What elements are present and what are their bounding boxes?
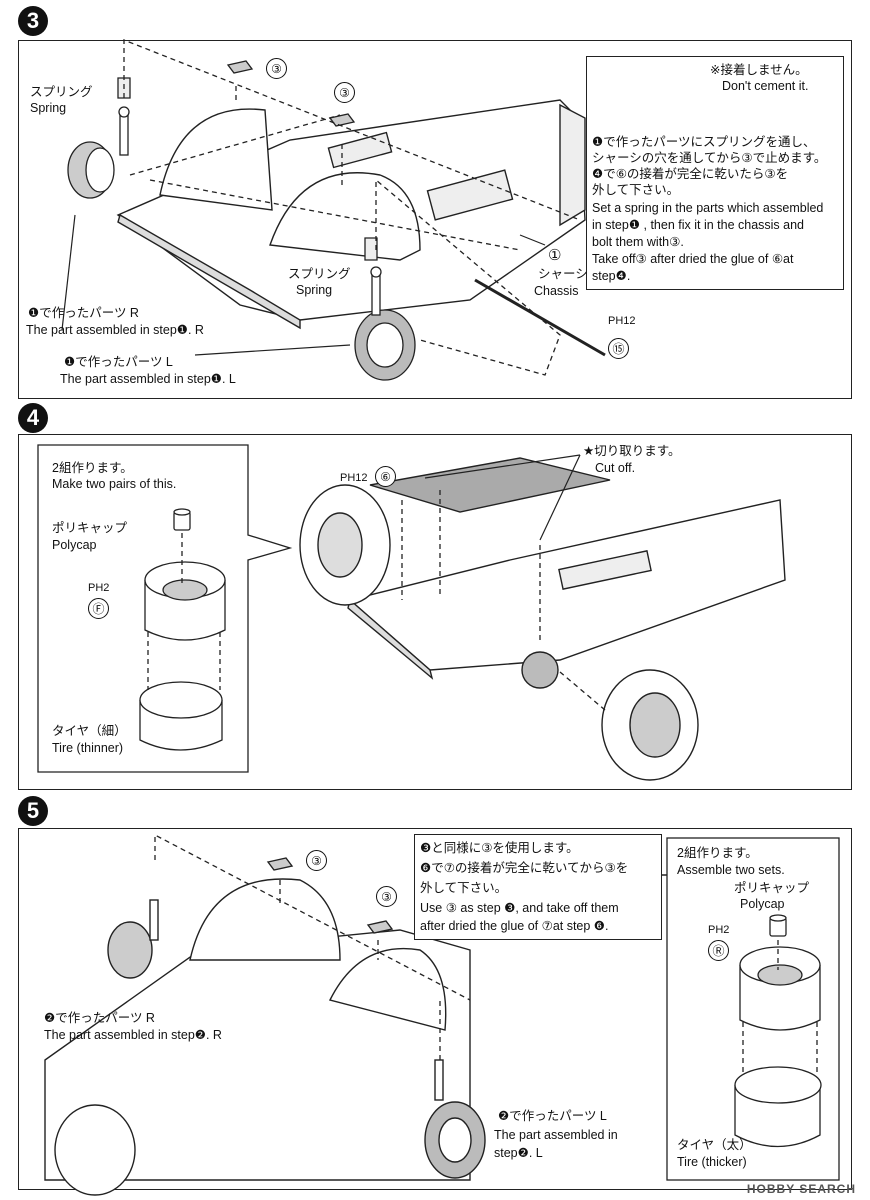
note-line-3: ❹で⑥の接着が完全に乾いたら③を [592,167,789,181]
callout-r-ja: ❶で作ったパーツ R [28,306,139,320]
part-r-marker: Ⓡ [708,940,729,961]
spring2-label-ja: スプリング [288,267,351,281]
cutoff-label-ja: ★切り取ります。 [583,444,681,458]
part-3-marker-c: ③ [306,850,327,871]
step-4-number: 4 [18,403,48,433]
ph2-label-4: PH2 [88,582,110,594]
callout5-r-en: The part assembled in step❷. R [44,1028,222,1042]
spring-label-ja: スプリング [30,85,93,99]
callout5-l-ja: ❷で作ったパーツ L [498,1109,607,1123]
polycap-label-en: Polycap [52,538,97,552]
step5-note-line-1: ❸と同様に③を使用します。 [420,841,579,855]
hobby-search-watermark: HOBBY SEARCH [746,1182,856,1196]
inset4-line1-en: Make two pairs of this. [52,477,177,491]
part-6-marker: ⑥ [375,466,396,487]
wheel-5 [54,1104,136,1196]
chassis-number: ① [548,247,562,264]
note-line-6: in step❶ , then fix it in the chassis an… [592,218,805,232]
step5-note-line-2: ❻で⑦の接着が完全に乾いてから③を [420,861,629,875]
note-line-9: step❹. [592,269,631,283]
no-cement-ja: ※接着しません。 [710,63,808,77]
step5-note-line-3: 外して下さい。 [420,881,508,895]
step-3-note [586,56,844,290]
chassis-label-ja: シャーシ [538,267,588,281]
wheel-arch-front-5 [328,947,447,1031]
ph12-label: PH12 [608,315,636,327]
inset5-line1-ja: 2組作ります。 [677,846,758,860]
polycap-label-ja: ポリキャップ [52,521,128,535]
tire-thin-en: Tire (thinner) [52,741,124,755]
part-3-marker-b: ③ [334,82,355,103]
spring2-label-en: Spring [296,283,333,297]
ph12-label-4: PH12 [340,472,368,484]
callout-l-ja: ❶で作ったパーツ L [64,355,173,369]
inset5-line1-en: Assemble two sets. [677,863,785,877]
part-15-marker: ⑮ [608,338,629,359]
polycap5-ja: ポリキャップ [734,881,810,895]
step-5-note [414,834,662,940]
note-line-1: ❶で作ったパーツにスプリングを通し、 [592,135,816,149]
step5-note-line-5: after dried the glue of ⑦at step ❻. [420,919,609,933]
chassis-label-en: Chassis [534,284,579,298]
step-3-number: 3 [18,6,48,36]
callout-r-en: The part assembled in step❶. R [26,323,204,337]
part-3-marker-d: ③ [376,886,397,907]
tire-thick-en: Tire (thicker) [677,1155,747,1169]
spring-label-en: Spring [30,101,67,115]
tire-thin-ja: タイヤ（細） [52,724,127,738]
callout5-l-en1: The part assembled in [494,1128,618,1142]
part-f-marker: Ⓕ [88,598,109,619]
note-line-8: Take off③ after dried the glue of ⑥at [592,252,794,266]
chassis-plate [369,457,611,513]
callout-l-en: The part assembled in step❶. L [60,372,236,386]
inset4-line1-ja: 2組作ります。 [52,461,133,475]
wheel-arch-rear [159,108,273,211]
hub-r-5 [107,921,153,979]
note-line-5: Set a spring in the parts which assemble… [592,201,824,215]
part-3-marker-a: ③ [266,58,287,79]
callout5-r-ja: ❷で作ったパーツ R [44,1011,155,1025]
cutoff-label-en: Cut off. [595,461,636,475]
ph2-label-5: PH2 [708,924,730,936]
tire-thick-ja: タイヤ（太） [677,1138,752,1152]
step5-note-line-4: Use ③ as step ❸, and take off them [420,901,619,915]
note-line-2: シャーシの穴を通してから③で止めます。 [592,151,827,165]
note-line-7: bolt them with③. [592,235,684,249]
callout5-l-en2: step❷. L [494,1146,543,1160]
note-line-4: 外して下さい。 [592,183,680,197]
step-5-number: 5 [18,796,48,826]
polycap5-en: Polycap [740,897,785,911]
wheel-arch-rear-5 [189,878,341,961]
no-cement-en: Don't cement it. [722,79,809,93]
